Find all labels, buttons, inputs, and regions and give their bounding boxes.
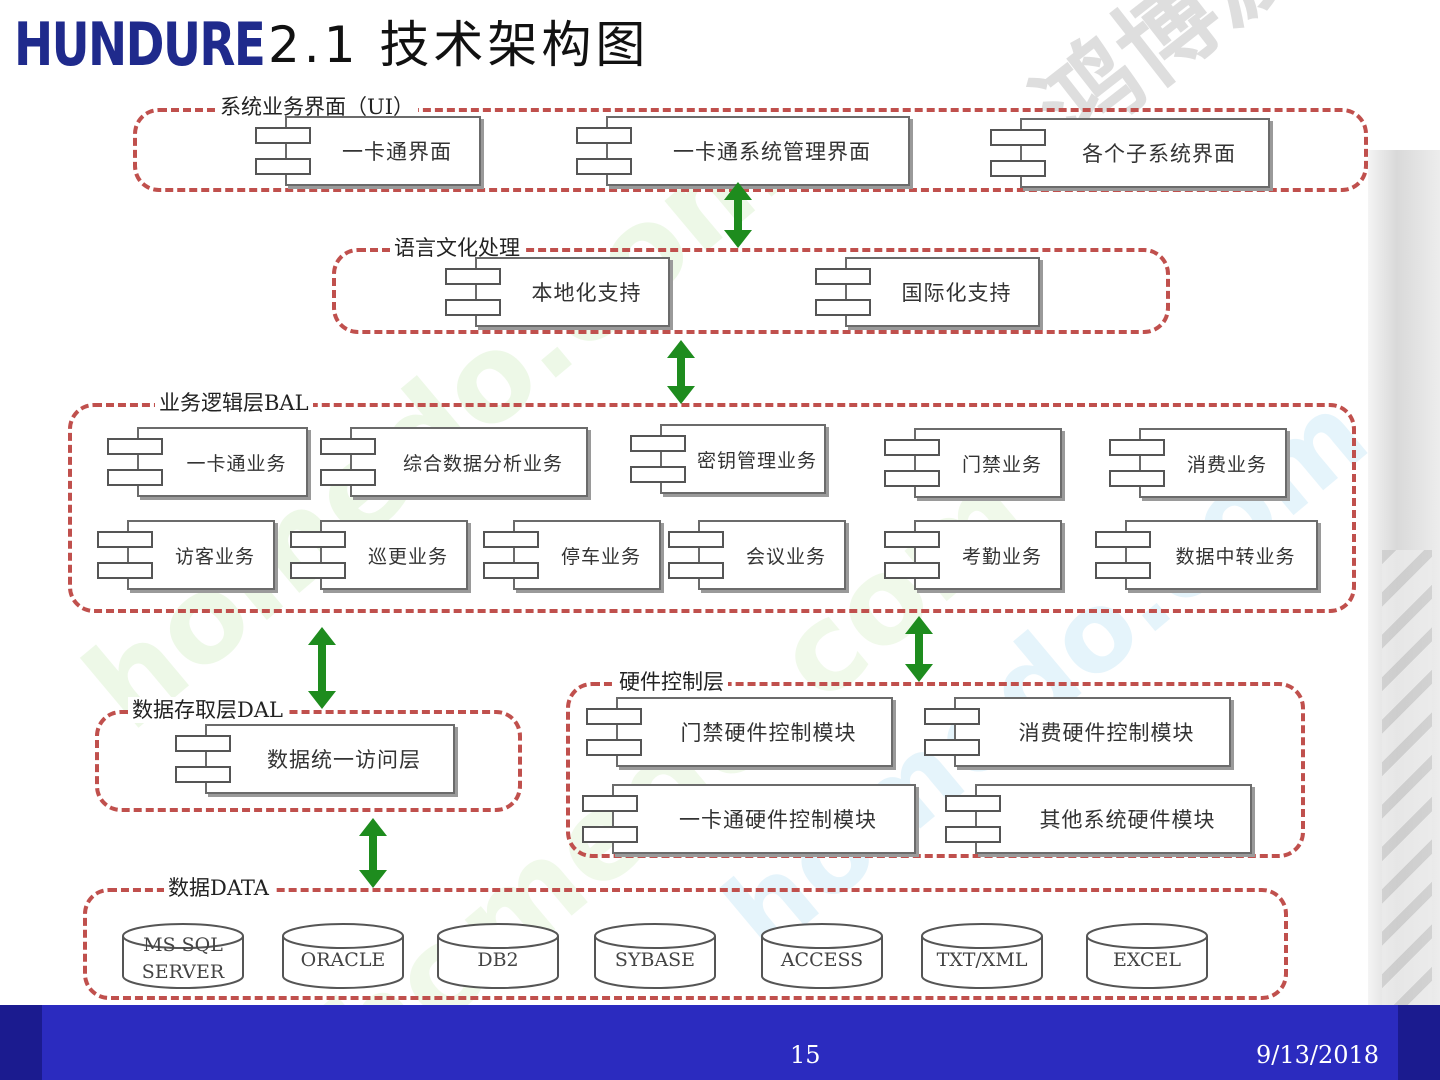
component-bal-6: 访客业务 — [97, 520, 275, 590]
group-hw — [566, 682, 1305, 858]
database-sybase: SYBASE — [593, 922, 717, 990]
component-ui-1: 一卡通界面 — [255, 116, 481, 186]
component-bal-1: 一卡通业务 — [107, 427, 308, 497]
group-bal-label: 业务逻辑层BAL — [155, 390, 313, 416]
footer-bar: 15 9/13/2018 — [0, 1005, 1440, 1080]
database-excel: EXCEL — [1085, 922, 1209, 990]
group-lang-label: 语言文化处理 — [390, 235, 524, 261]
component-bal-4: 门禁业务 — [884, 428, 1062, 498]
group-lang — [332, 248, 1170, 334]
double-arrow-lang-bal — [667, 340, 695, 404]
double-arrow-ui-lang — [724, 182, 752, 248]
double-arrow-bal-hw — [905, 616, 933, 682]
group-dal-label: 数据存取层DAL — [128, 697, 287, 723]
component-lang-1: 本地化支持 — [445, 257, 670, 327]
component-bal-11: 数据中转业务 — [1095, 520, 1318, 590]
page-number: 15 — [790, 1041, 821, 1069]
group-dal — [95, 710, 522, 812]
hundure-logo: HUNDURE — [14, 10, 266, 80]
group-ui-label: 系统业务界面（UI） — [216, 94, 418, 120]
database-mssql: MS SQL SERVER — [121, 922, 245, 990]
component-bal-10: 考勤业务 — [884, 520, 1062, 590]
footer-left-accent — [0, 1005, 42, 1080]
component-ui-3: 各个子系统界面 — [990, 118, 1270, 188]
database-oracle: ORACLE — [281, 922, 405, 990]
component-bal-9: 会议业务 — [668, 520, 846, 590]
component-lang-2: 国际化支持 — [815, 257, 1040, 327]
group-bal — [68, 403, 1356, 613]
component-bal-5: 消费业务 — [1109, 428, 1287, 498]
group-data — [83, 888, 1288, 1000]
group-hw-label: 硬件控制层 — [615, 669, 728, 695]
component-ui-2: 一卡通系统管理界面 — [576, 116, 910, 186]
database-access: ACCESS — [760, 922, 884, 990]
database-db2: DB2 — [436, 922, 560, 990]
double-arrow-bal-dal — [308, 627, 336, 709]
group-data-label: 数据DATA — [164, 875, 273, 901]
double-arrow-dal-data — [359, 818, 387, 888]
group-ui — [133, 108, 1368, 192]
component-bal-3: 密钥管理业务 — [630, 424, 826, 494]
component-bal-7: 巡更业务 — [290, 520, 468, 590]
component-bal-2: 综合数据分析业务 — [320, 427, 588, 497]
slide-date: 9/13/2018 — [1256, 1041, 1380, 1069]
component-hw-2: 消费硬件控制模块 — [924, 697, 1231, 767]
right-decoration — [1368, 150, 1440, 1005]
component-bal-8: 停车业务 — [483, 520, 661, 590]
component-hw-1: 门禁硬件控制模块 — [586, 697, 893, 767]
footer-right-accent — [1398, 1005, 1440, 1080]
slide-title: 2.1 技术架构图 — [268, 16, 650, 74]
component-hw-3: 一卡通硬件控制模块 — [582, 784, 916, 854]
database-txt-xml: TXT/XML — [920, 922, 1044, 990]
component-dal-1: 数据统一访问层 — [175, 724, 455, 794]
component-hw-4: 其他系统硬件模块 — [945, 784, 1252, 854]
